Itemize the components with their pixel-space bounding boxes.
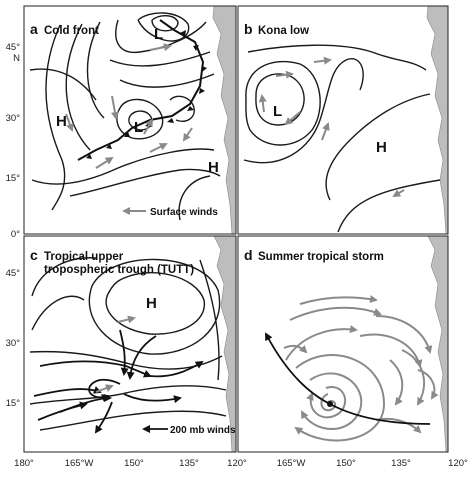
- panel-c: c Tropical upper tropospheric trough (TU…: [24, 236, 236, 452]
- panel-d-border: [237, 235, 449, 453]
- surface-wind-arrows-b: [258, 56, 405, 198]
- high-label-a1: H: [56, 113, 67, 130]
- panel-title-b: Kona low: [258, 25, 309, 37]
- lon-label-135-right: 135°: [391, 458, 411, 469]
- legend-upper-winds: 200 mb winds: [170, 425, 236, 436]
- surface-wind-arrows-c: [95, 315, 136, 393]
- isobars-a: [29, 12, 221, 221]
- coastline-land-a: [212, 6, 236, 234]
- panel-b: b Kona low L H: [238, 6, 448, 234]
- panel-b-border: [237, 5, 449, 235]
- lon-label-135-left: 135°: [179, 458, 199, 469]
- lat-label-30-bottom: 30°: [6, 338, 21, 349]
- panel-a: a Cold front L L H H Surface winds: [24, 6, 236, 234]
- coastline-land-b: [426, 6, 448, 234]
- lat-label-45-bottom: 45°: [6, 268, 21, 279]
- panel-letter-d: d: [244, 247, 253, 263]
- cold-front: [77, 19, 207, 161]
- legend-surface-winds: Surface winds: [150, 207, 218, 218]
- isobars-b: [243, 44, 441, 233]
- surface-wind-arrows-a: [65, 43, 193, 169]
- low-label-a1: L: [154, 26, 163, 43]
- panel-c-border: [23, 235, 237, 453]
- low-label-a2: L: [134, 119, 143, 136]
- panel-title-a: Cold front: [44, 25, 99, 37]
- longitude-axis: 180° 165°W 150° 135° 120° 165°W 150° 135…: [14, 458, 468, 469]
- storm-center: [327, 401, 333, 407]
- lon-label-120-right: 120°: [448, 458, 468, 469]
- panel-title-c-line2: tropospheric trough (TUTT): [44, 264, 194, 276]
- lon-label-180: 180°: [14, 458, 34, 469]
- lat-label-0: 0°: [11, 229, 20, 240]
- lat-label-30-top: 30°: [6, 113, 21, 124]
- lat-label-15-bottom: 15°: [6, 398, 21, 409]
- lon-label-120-left: 120°: [227, 458, 247, 469]
- panel-letter-b: b: [244, 21, 253, 37]
- lat-label-45-top: 45°: [6, 42, 21, 53]
- lat-label-15-top: 15°: [6, 173, 21, 184]
- high-label-b: H: [376, 139, 387, 156]
- north-label: N: [13, 53, 20, 64]
- lon-label-150-right: 150°: [336, 458, 356, 469]
- lon-label-150-left: 150°: [124, 458, 144, 469]
- panel-title-d: Summer tropical storm: [258, 251, 384, 263]
- high-label-c: H: [146, 295, 157, 312]
- coastline-land-d: [427, 236, 448, 452]
- high-label-a2: H: [208, 159, 219, 176]
- storm-spiral-d: [283, 295, 439, 442]
- lon-label-165w-left: 165°W: [65, 458, 94, 469]
- panel-title-c-line1: Tropical upper: [44, 251, 124, 263]
- latitude-axis: 45° N 30° 15° 0° 45° 30° 15°: [6, 42, 21, 409]
- panel-letter-c: c: [30, 247, 38, 263]
- upper-wind-arrows-c: [33, 329, 204, 434]
- panel-d: d Summer tropical storm: [238, 236, 448, 452]
- panel-a-border: [23, 5, 237, 235]
- panel-letter-a: a: [30, 21, 38, 37]
- coastline-land-c: [213, 236, 236, 452]
- low-label-b: L: [273, 103, 282, 120]
- lon-label-165w-right: 165°W: [277, 458, 306, 469]
